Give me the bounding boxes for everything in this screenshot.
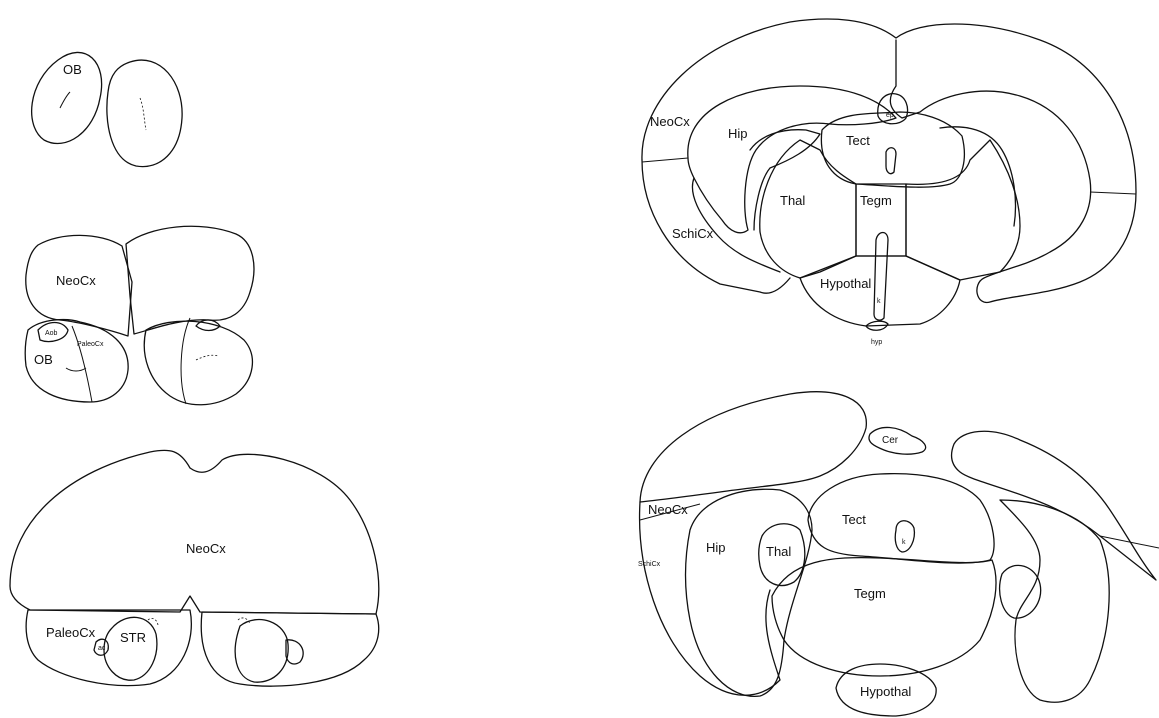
left-bulb-ventricle [60,92,70,108]
section-olfactory-bulb: OB [32,52,182,166]
left-bulb-ventricle-2 [66,368,86,371]
label-neocx-5: NeoCx [648,502,688,517]
neocx-schicx-boundary-right-4 [1090,192,1136,194]
right-bulb-ventricle-2 [196,355,218,360]
label-ep-4: ep [886,112,894,119]
label-tect-5: Tect [842,512,866,527]
section-thalamic: NeoCx Hip ep Tect Thal Tegm SchiCx Hypot… [642,19,1136,346]
thalamus-4 [760,140,856,278]
left-cortex-5 [640,502,780,695]
label-thal-5: Thal [766,544,791,559]
label-hip-5: Hip [706,540,726,555]
label-cer-5: Cer [882,435,899,446]
label-hip-4: Hip [728,126,748,141]
right-boundary-5 [1100,536,1159,548]
hypothalamus-4 [800,256,960,326]
section-striatum: NeoCx PaleoCx STR ac [10,450,379,686]
right-cortex-5 [952,431,1156,580]
label-neocx-3: NeoCx [186,541,226,556]
left-cortex-outline-4 [642,160,790,293]
hippocampus-5 [686,489,813,696]
hippocampus-4 [688,86,896,233]
label-str-3: STR [120,630,146,645]
right-striatum-3 [235,620,288,683]
section-midbrain: NeoCx SchiCx Hip Thal Tect k Tegm Cer Hy… [638,392,1159,716]
label-hypothal-4: Hypothal [820,276,871,291]
section-frontal-bulb: NeoCx Aob PaleoCx OB [25,226,254,404]
label-aob-2: Aob [45,330,58,337]
label-tegm-5: Tegm [854,586,886,601]
label-k-4: k [877,298,881,305]
striatum-3 [104,617,157,680]
right-olfactory-bulb [107,60,182,166]
label-schicx-4: SchiCx [672,226,714,241]
neocortex-3 [10,450,379,614]
right-neocortex-2 [126,226,254,334]
neocx-schicx-boundary-left-4 [642,158,688,162]
bulb-boundary-2 [72,326,92,402]
right-hip-4 [940,127,1016,226]
third-ventricle-4 [874,233,888,321]
aqueduct-5 [895,521,914,552]
right-thal-4 [906,140,1020,280]
outer-cortex-4 [642,19,1136,302]
outer-cortex-5 [640,392,866,502]
label-ob-1: OB [63,62,82,77]
label-hyp-4: hyp [871,339,882,346]
label-ob-2: OB [34,352,53,367]
label-tegm-4: Tegm [860,193,892,208]
right-basal-3 [201,612,378,686]
label-ac-3: ac [98,645,106,652]
label-thal-4: Thal [780,193,805,208]
tectum-5 [808,474,994,563]
label-paleocx-2: PaleoCx [77,341,104,348]
right-bulb-2 [144,321,252,405]
label-k-5: k [902,539,906,546]
label-neocx-4: NeoCx [650,114,690,129]
right-bulb-ventricle [140,98,146,130]
hippocampus-inner-4 [692,178,780,272]
label-tect-4: Tect [846,133,870,148]
label-hypothal-5: Hypothal [860,684,911,699]
label-paleocx-3: PaleoCx [46,625,96,640]
right-bulb-boundary-2 [181,318,190,404]
tegmentum-5 [772,558,996,676]
label-neocx-2: NeoCx [56,273,96,288]
label-schicx-5: SchiCx [638,561,661,568]
aqueduct-4 [886,148,896,174]
